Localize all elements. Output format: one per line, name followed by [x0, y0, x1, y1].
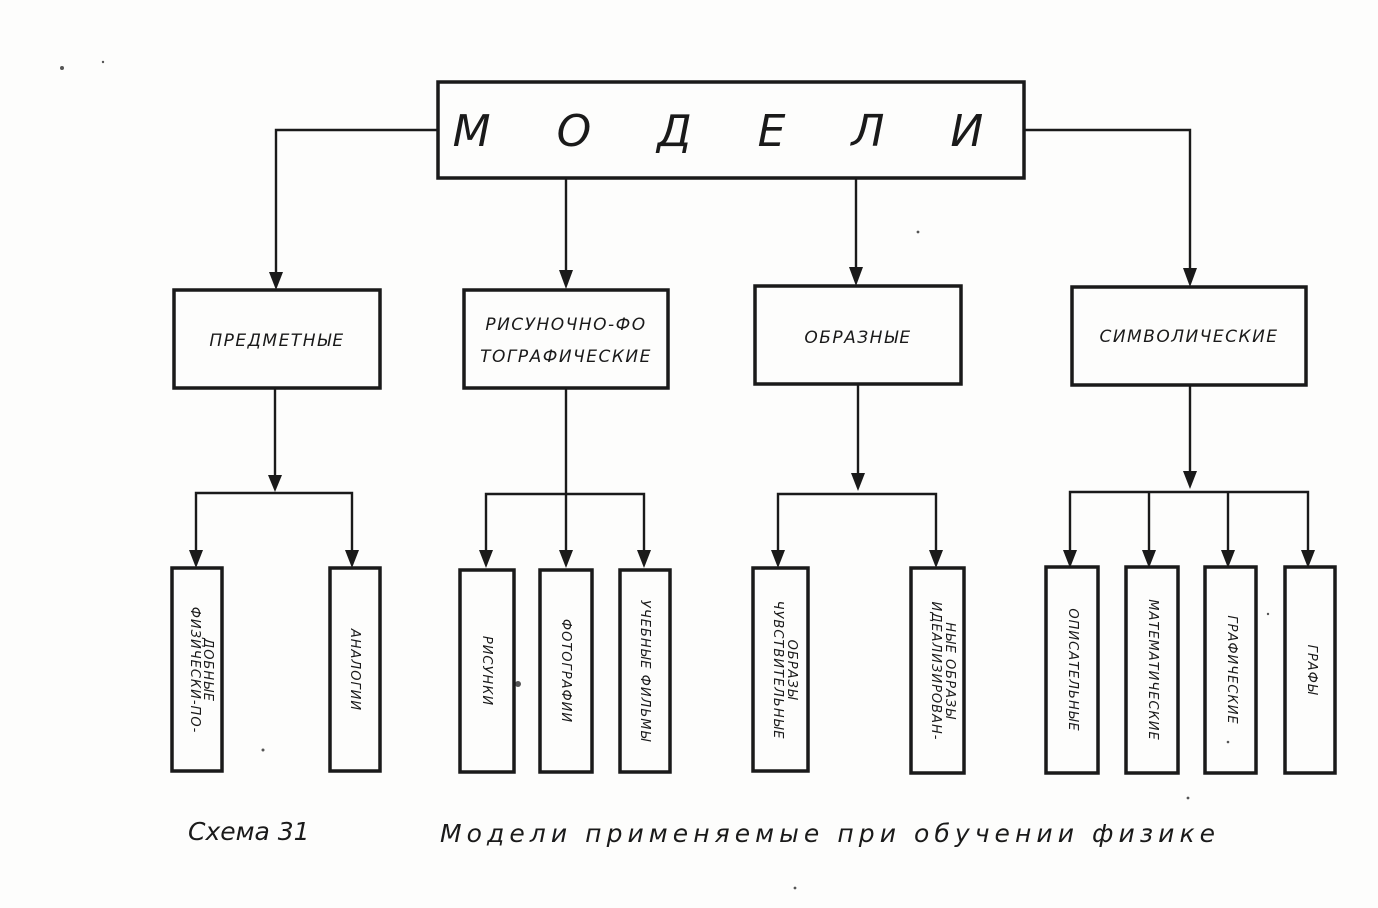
- leaf-label: ГРАФЫ: [1304, 645, 1319, 696]
- diagram-caption: Модели применяемые при обучении физике: [440, 819, 1215, 848]
- leaf-label-line-2: ДОБНЫЕ: [200, 637, 215, 702]
- leaf-label-line-1: ЧУВСТВИТЕЛЬНЫЕ: [770, 601, 785, 740]
- leaf-label: РИСУНКИ: [479, 636, 494, 706]
- category-predmetnye: ПРЕДМЕТНЫЕ: [172, 288, 382, 390]
- leaf-uchebnye-filmy: УЧЕБНЫЕ ФИЛЬМЫ: [618, 568, 672, 774]
- root-connectors: [269, 128, 1197, 290]
- branch-risunochno: [479, 388, 651, 568]
- branch-simvolicheskie: [1063, 385, 1315, 568]
- leaf-analogii: АНАЛОГИИ: [328, 566, 382, 773]
- leaf-label: ГРАФИЧЕСКИЕ: [1224, 615, 1239, 724]
- category-obraznye: ОБРАЗНЫЕ: [753, 284, 963, 386]
- leaf-matematicheskie: МАТЕМАТИЧЕСКИЕ: [1124, 565, 1180, 775]
- leaf-label-line-2: НЫЕ ОБРАЗЫ: [942, 622, 957, 720]
- root-node: М О Д Е Л И: [436, 80, 1026, 180]
- category-label: ОБРАЗНЫЕ: [804, 328, 911, 348]
- leaf-label: АНАЛОГИИ: [347, 628, 362, 711]
- leaf-label: МАТЕМАТИЧЕСКИЕ: [1145, 599, 1160, 740]
- scheme-number: Схема 31: [188, 817, 310, 846]
- leaf-label: УЧЕБНЫЕ ФИЛЬМЫ: [637, 600, 652, 743]
- leaf-grafy: ГРАФЫ: [1283, 565, 1337, 775]
- leaf-label: ОПИСАТЕЛЬНЫЕ: [1065, 608, 1080, 731]
- leaf-opisatelnye: ОПИСАТЕЛЬНЫЕ: [1044, 565, 1100, 775]
- branch-predmetnye: [189, 388, 359, 568]
- branch-obraznye: [771, 384, 943, 568]
- category-risunochno-fotograficheskie: РИСУНОЧНО-ФО ТОГРАФИЧЕСКИЕ: [462, 288, 670, 390]
- leaf-label: ФОТОГРАФИИ: [558, 619, 573, 723]
- leaf-graficheskie: ГРАФИЧЕСКИЕ: [1203, 565, 1258, 775]
- category-label-line-2: ТОГРАФИЧЕСКИЕ: [480, 347, 652, 367]
- leaf-fotografii: ФОТОГРАФИИ: [538, 568, 594, 774]
- category-label-line-1: РИСУНОЧНО-ФО: [485, 315, 646, 335]
- leaf-risunki: РИСУНКИ: [458, 568, 516, 774]
- leaf-label-line-2: ОБРАЗЫ: [784, 640, 799, 701]
- leaf-label-line-1: ИДЕАЛИЗИРОВАН-: [928, 602, 943, 741]
- scan-noise: [60, 60, 1270, 890]
- leaf-chuvstvitelnye-obrazy: ЧУВСТВИТЕЛЬНЫЕ ОБРАЗЫ: [751, 566, 810, 773]
- leaf-label-line-1: ФИЗИЧЕСКИ-ПО-: [187, 607, 202, 734]
- leaf-idealizirovannye-obrazy: ИДЕАЛИЗИРОВАН- НЫЕ ОБРАЗЫ: [909, 566, 966, 775]
- category-simvolicheskie: СИМВОЛИЧЕСКИЕ: [1070, 285, 1308, 387]
- leaf-fizicheski-podobnye: ФИЗИЧЕСКИ-ПО- ДОБНЫЕ: [170, 566, 224, 773]
- category-label: ПРЕДМЕТНЫЕ: [209, 331, 344, 351]
- root-label: М О Д Е Л И: [453, 106, 1010, 157]
- category-label: СИМВОЛИЧЕСКИЕ: [1099, 327, 1278, 347]
